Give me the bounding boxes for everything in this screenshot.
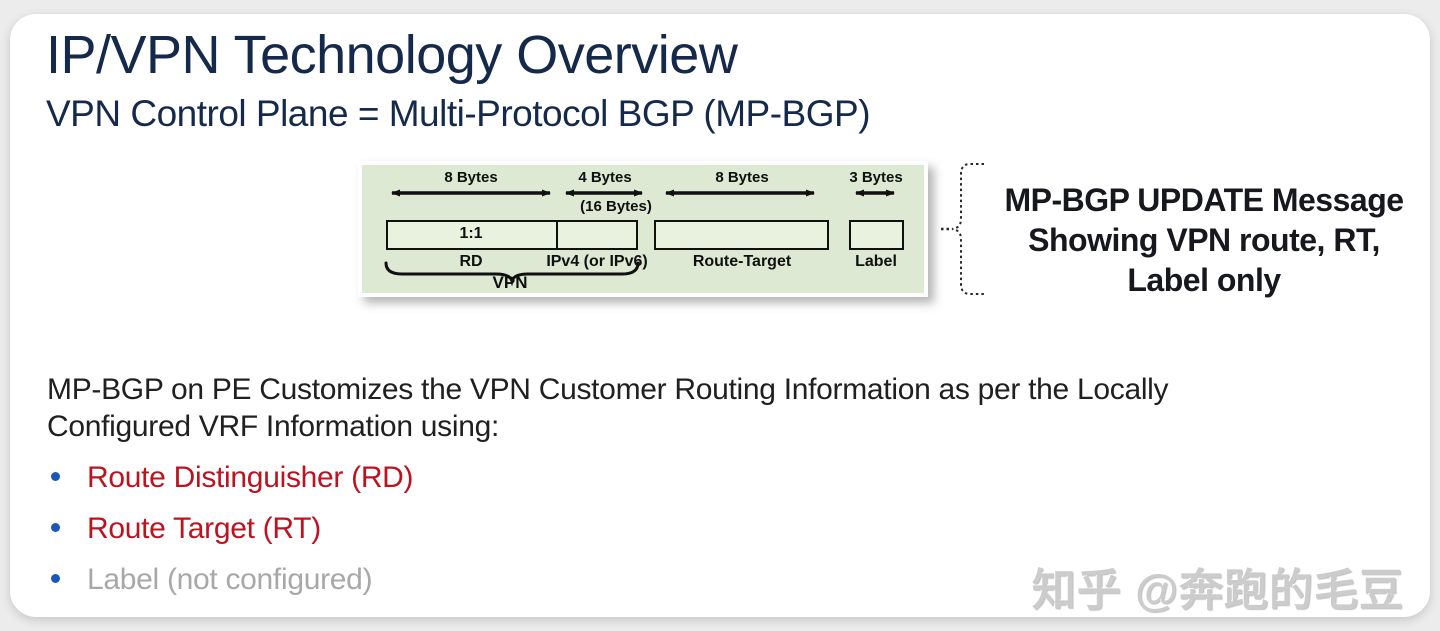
bullet-dot-icon (51, 472, 60, 481)
field-box-label (849, 220, 904, 250)
field-label-ipv4: IPv4 (or IPv6) (546, 253, 648, 270)
bullet-item-rd: Route Distinguisher (RD) (51, 461, 414, 495)
page-subtitle: VPN Control Plane = Multi-Protocol BGP (… (46, 93, 871, 134)
sixteen-bytes-note: (16 Bytes) (580, 198, 652, 215)
bullet-text-rt: Route Target (RT) (87, 512, 321, 545)
byte-size-label-ipv4: 4 Bytes (578, 169, 632, 186)
body-line: MP-BGP on PE Customizes the VPN Customer… (47, 373, 1169, 406)
update-note-line: Label only (1127, 262, 1281, 298)
vpn-underbrace-icon (384, 261, 640, 287)
field-box-rd (386, 220, 558, 250)
field-label-label: Label (855, 253, 897, 270)
field-box-ipv4 (556, 220, 638, 250)
watermark: 知乎 @奔跑的毛豆 (1031, 566, 1404, 615)
double-arrow-icons (384, 189, 895, 287)
page-title: IP/VPN Technology Overview (46, 25, 738, 85)
update-note-line: Showing VPN route, RT, (1028, 222, 1380, 258)
vpn-brace-label: VPN (492, 273, 528, 292)
bullet-text-label: Label (not configured) (87, 563, 373, 596)
bullet-item-rt: Route Target (RT) (51, 512, 321, 546)
bullet-item-label: Label (not configured) (51, 563, 373, 597)
body-line: Configured VRF Information using: (47, 410, 499, 443)
field-box-route-target (654, 220, 829, 250)
bullet-text-rd: Route Distinguisher (RD) (87, 461, 414, 494)
body-paragraph: MP-BGP on PE Customizes the VPN Customer… (47, 371, 1169, 445)
packet-diagram-panel: 8 Bytes 4 Bytes 8 Bytes 3 Bytes (16 Byte… (358, 161, 928, 297)
update-message-note: MP-BGP UPDATE Message Showing VPN route,… (975, 180, 1433, 300)
byte-size-label-label: 3 Bytes (849, 169, 903, 186)
byte-size-label-rt: 8 Bytes (715, 169, 769, 186)
dotted-brace-icon (941, 163, 984, 295)
byte-size-label-rd: 8 Bytes (444, 169, 498, 186)
update-note-line: MP-BGP UPDATE Message (1004, 182, 1404, 218)
bullet-dot-icon (51, 574, 60, 583)
field-label-rd: RD (459, 253, 483, 270)
bullet-dot-icon (51, 523, 60, 532)
rd-value: 1:1 (459, 225, 483, 242)
slide-card: IP/VPN Technology Overview VPN Control P… (10, 14, 1430, 617)
field-label-route-target: Route-Target (692, 253, 792, 270)
